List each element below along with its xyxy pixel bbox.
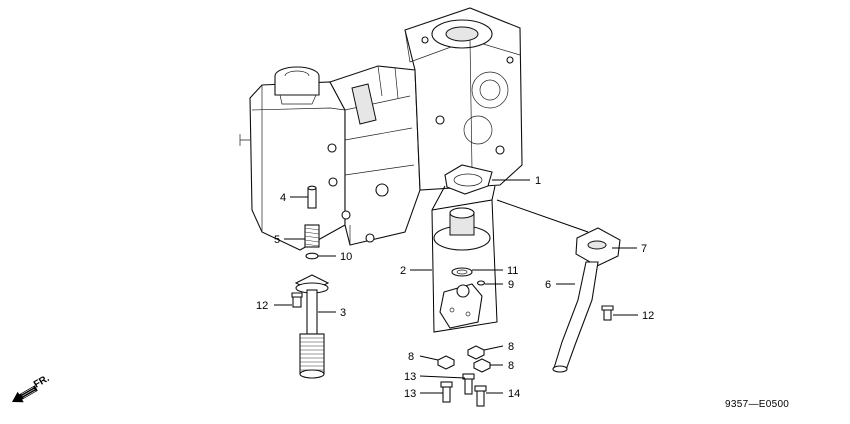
callout-5: 5 (274, 234, 280, 246)
oil-pump-assembly (431, 199, 498, 333)
oil-strainer-assembly (291, 185, 330, 379)
oil-filler-tube-assembly (552, 227, 621, 373)
callout-4: 4 (280, 192, 286, 204)
callout-8-upper-right: 8 (508, 341, 514, 353)
callout-2: 2 (400, 265, 406, 277)
engine-block-illustration (239, 7, 523, 251)
callout-12-left: 12 (256, 300, 268, 312)
callout-13-lower: 13 (404, 388, 416, 400)
callout-6: 6 (545, 279, 551, 291)
callout-11: 11 (507, 265, 518, 277)
callout-13-upper: 13 (404, 371, 416, 383)
callout-1: 1 (535, 175, 541, 187)
callout-12-right: 12 (642, 310, 654, 322)
front-direction-indicator: FR. (12, 373, 52, 403)
callout-8-lower-right: 8 (508, 360, 514, 372)
callout-3: 3 (340, 307, 346, 319)
front-direction-label: FR. (32, 373, 52, 391)
callout-9: 9 (508, 279, 514, 291)
leader-lines (274, 179, 638, 394)
fasteners (437, 345, 491, 407)
diagram-code: 9357—E0500 (725, 399, 789, 410)
spring (304, 224, 320, 248)
callout-labels: 1 2 3 4 5 6 7 8 8 8 9 10 11 12 12 13 13 … (256, 175, 654, 400)
callout-14: 14 (508, 388, 520, 400)
front-arrow-icon (12, 385, 38, 403)
callout-8-left: 8 (408, 351, 414, 363)
callout-10: 10 (340, 251, 352, 263)
callout-7: 7 (641, 243, 647, 255)
